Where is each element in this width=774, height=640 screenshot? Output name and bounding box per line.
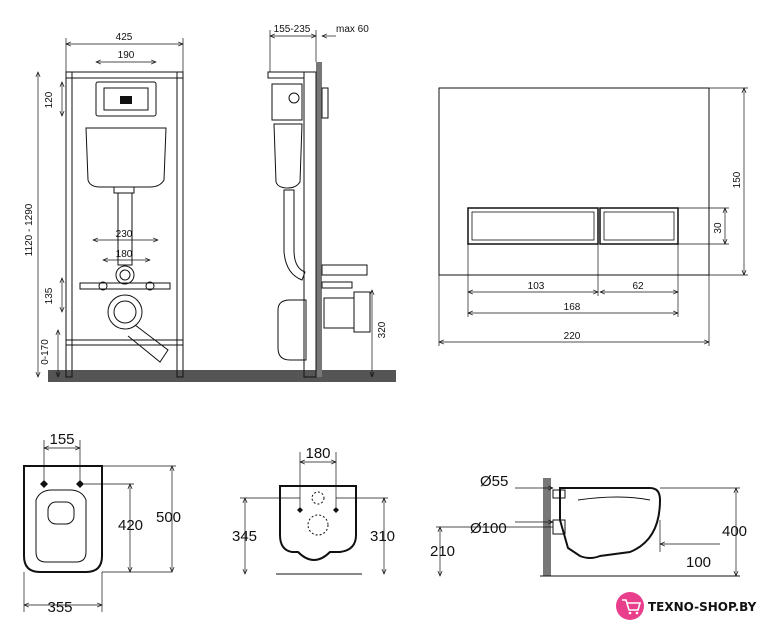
- frame-front-view: 425 190 120 1120 - 1290 230 180 135 0-17…: [24, 32, 396, 382]
- dim-side-pipe: 320: [377, 321, 388, 338]
- side-cistern: [273, 123, 303, 189]
- dim-side-height: 400: [722, 523, 747, 540]
- waste-outlet: [107, 294, 143, 330]
- stud-left: [98, 281, 108, 291]
- dim-bowl-length-a: 420: [118, 517, 143, 534]
- flush-pipe: [117, 192, 133, 266]
- dim-plate-width: 190: [118, 50, 135, 61]
- dim-plate-height: 150: [732, 171, 743, 188]
- brand-text: TEXNO-SHOP.BY: [648, 600, 757, 614]
- flush-opening: [103, 87, 149, 111]
- bowl-back-outline: [279, 485, 357, 562]
- floor-line: [48, 370, 396, 382]
- dim-frame-width: 425: [116, 32, 133, 43]
- bowl-outline: [23, 465, 103, 573]
- side-waste-bend: [277, 299, 307, 361]
- dim-bowl-width: 355: [47, 599, 72, 616]
- dim-bowl-length-b: 500: [156, 509, 181, 526]
- dim-frame-height: 1120 - 1290: [24, 203, 35, 256]
- dim-outlet-height: 210: [430, 543, 455, 560]
- side-pipe: [283, 189, 306, 281]
- side-inlet: [321, 264, 368, 276]
- cistern-outlet: [113, 186, 135, 194]
- dim-side-depth: 100: [686, 554, 711, 571]
- bowl-inner: [35, 489, 87, 563]
- wall: [316, 62, 322, 377]
- dim-bottom-height: 0-170: [40, 339, 51, 365]
- dim-outlet: Ø100: [470, 520, 507, 537]
- flush-connector: [115, 265, 135, 285]
- stud-right: [145, 281, 155, 291]
- dim-stud-width: 230: [116, 229, 133, 240]
- bowl-top-view: 155 420 500 355: [23, 431, 181, 616]
- cistern: [85, 127, 167, 188]
- side-flush-box: [271, 83, 303, 121]
- right-post: [176, 71, 184, 378]
- dim-bowl-top-width: 155: [49, 431, 74, 448]
- dim-buttons-width: 168: [564, 302, 581, 313]
- frame-side-view: 155-235 max 60 320: [267, 24, 388, 378]
- dim-back-studs-height: 345: [232, 528, 257, 545]
- dim-side-depth: 155-235: [274, 24, 311, 35]
- bowl-side-outline: [559, 487, 662, 559]
- dim-stud-inner: 180: [116, 249, 133, 260]
- dim-button-height: 30: [713, 222, 724, 234]
- side-plate: [321, 87, 329, 119]
- bowl-drain: [47, 501, 75, 525]
- dim-plate-width: 220: [564, 331, 581, 342]
- bottom-rail: [65, 339, 184, 346]
- stud-bar: [79, 282, 171, 290]
- flush-button-small: [599, 207, 679, 245]
- dim-button-offset: 103: [528, 281, 545, 292]
- flush-valve: [120, 96, 132, 104]
- side-waste-fit: [323, 297, 355, 329]
- flush-button-big: [467, 207, 599, 245]
- flush-plate-mount: [95, 81, 157, 117]
- waste-elbow: [127, 324, 169, 363]
- side-top-rail: [267, 71, 305, 79]
- dim-inlet: Ø55: [480, 473, 508, 490]
- dim-back-studs: 180: [305, 445, 330, 462]
- dim-top-height: 120: [44, 91, 55, 108]
- top-rail: [65, 71, 184, 79]
- bowl-back-view: 180 345 310: [232, 445, 395, 574]
- left-post: [65, 71, 73, 378]
- flush-plate-view: 150 30 103 62 168 220: [439, 88, 748, 346]
- flush-plate: [438, 87, 710, 276]
- inlet-fitting: [552, 489, 566, 499]
- dim-side-max: max 60: [336, 24, 369, 35]
- watermark: TEXNO-SHOP.BY: [616, 592, 757, 620]
- dim-button-right: 62: [632, 281, 644, 292]
- dim-back-right-height: 310: [370, 528, 395, 545]
- dim-waste-height: 135: [44, 287, 55, 304]
- side-post: [303, 71, 317, 378]
- bowl-side-view: Ø55 Ø100 210 400 100: [430, 473, 747, 576]
